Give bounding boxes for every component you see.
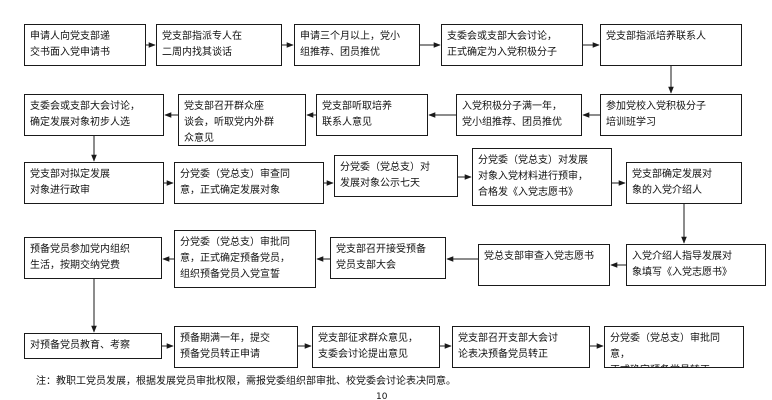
step-branch-vote-regularization: 党支部召开支部大会讨 论表决预备党员转正 — [452, 326, 590, 368]
step-review-application-form: 党总支部审查入党志愿书 — [478, 244, 610, 286]
step-determine-introducers: 党支部确定发展对 象的入党介绍人 — [626, 162, 742, 204]
step-group-recommendation: 申请三个月以上，党小 组推荐、团员推优 — [294, 24, 420, 66]
step-approve-probationary: 分党委（党总支）审批同 意，正式确定预备党员， 组织预备党员入党宣誓 — [174, 230, 316, 288]
step-fill-application-form: 入党介绍人指导发展对 象填写《入党志愿书》 — [626, 244, 766, 286]
step-pre-review-materials: 分党委（党总支）对发展 对象入党材料进行预审， 合格发《入党志愿书》 — [472, 148, 612, 206]
step-submit-regularization: 预备期满一年，提交 预备党员转正申请 — [174, 326, 298, 368]
step-assign-contact-person: 党支部指派培养联系人 — [600, 24, 742, 66]
step-hear-contact-opinion: 党支部听取培养 联系人意见 — [316, 94, 428, 136]
step-select-candidates: 支委会或支部大会讨论， 确定发展对象初步人选 — [24, 94, 164, 136]
step-branch-meeting-accept: 党支部召开接受预备 党员支部大会 — [330, 237, 446, 279]
step-appoint-interviewer: 党支部指派专人在 二周内找其谈话 — [156, 24, 282, 66]
step-confirm-development-target: 分党委（党总支）审查同 意，正式确定发展对象 — [174, 162, 324, 204]
step-confirm-activist: 支委会或支部大会讨论， 正式确定为入党积极分子 — [441, 24, 583, 66]
step-probationary-activities: 预备党员参加党内组织 生活，按期交纳党费 — [24, 237, 162, 279]
step-mass-forum: 党支部召开群众座 谈会，听取党内外群 众意见 — [178, 94, 306, 146]
step-activist-one-year: 入党积极分子满一年， 党小组推荐、团员推优 — [456, 94, 582, 136]
step-solicit-opinions: 党支部征求群众意见， 支委会讨论提出意见 — [312, 326, 440, 368]
page-number: 10 — [376, 392, 388, 400]
step-political-review: 党支部对拟定发展 对象进行政审 — [24, 162, 164, 204]
step-approve-regularization: 分党委（党总支）审批同意， 正式确定预备党员转正 — [604, 326, 744, 368]
step-submit-application: 申请人向党支部递 交书面入党申请书 — [24, 24, 146, 66]
step-education-inspection: 对预备党员教育、考察 — [24, 333, 162, 359]
step-public-notice: 分党委（党总支）对 发展对象公示七天 — [334, 155, 458, 197]
step-party-school-training: 参加党校入党积极分子 培训班学习 — [600, 94, 742, 136]
footnote: 注：教职工党员发展，根据发展党员审批权限，需报党委组织部审批、校党委会讨论表决同… — [36, 376, 456, 387]
